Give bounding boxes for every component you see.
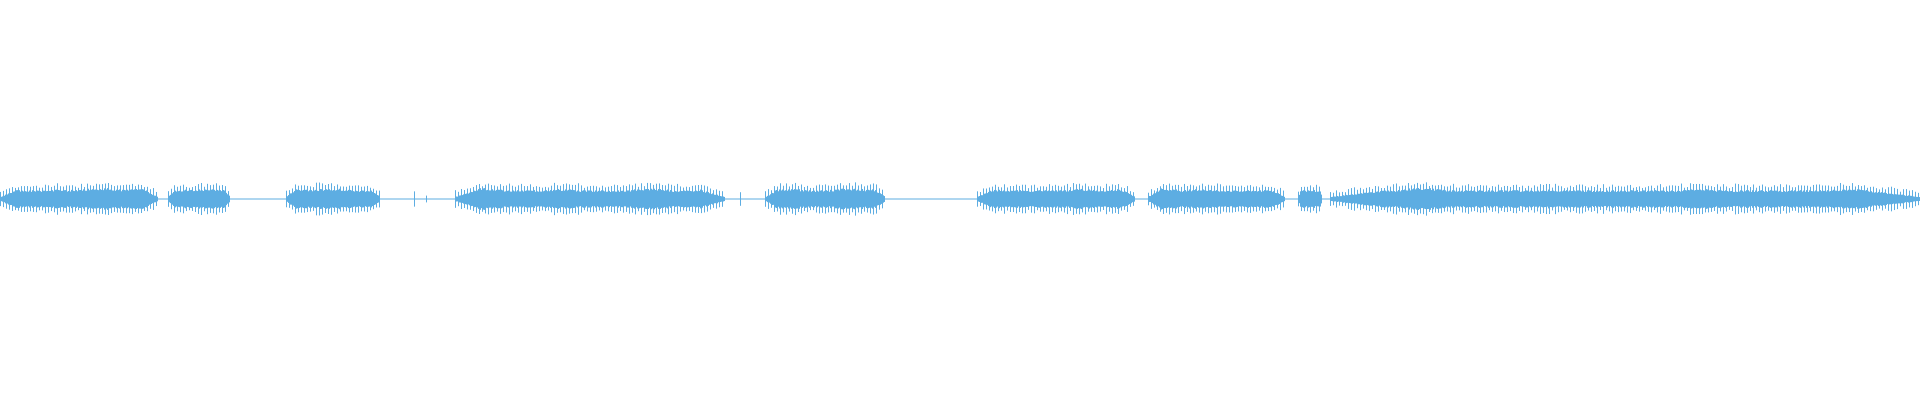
waveform-bars xyxy=(0,182,1920,216)
